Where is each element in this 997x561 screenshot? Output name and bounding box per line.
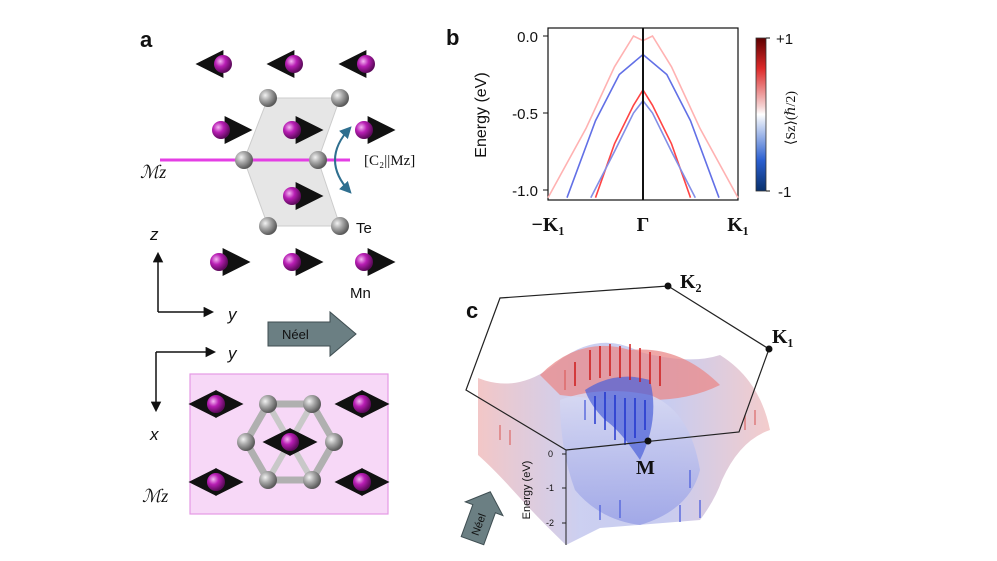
mn-atom xyxy=(357,55,375,73)
k1-point xyxy=(765,345,773,353)
neel-arrow xyxy=(267,310,357,358)
panel-c: c xyxy=(460,271,794,546)
colorbar-max: +1 xyxy=(776,31,793,48)
ztick-label: 0 xyxy=(548,449,553,459)
mn-atom xyxy=(283,253,301,271)
panel-a: a ℳz [C₂||Mz] Te xyxy=(140,27,415,515)
mirror-label-top: ℳz xyxy=(140,162,166,182)
neel-arrow-c: Néel xyxy=(460,491,504,546)
mn-row-1 xyxy=(195,50,375,78)
mn-row-2 xyxy=(212,116,396,144)
y-axis-label: Energy (eV) xyxy=(473,72,490,157)
te-label: Te xyxy=(356,220,372,237)
mn-atom xyxy=(207,395,225,413)
te-atom xyxy=(259,217,277,235)
m-label: M xyxy=(636,457,655,479)
te-atom xyxy=(303,471,321,489)
k1-label: K₁ xyxy=(772,326,794,348)
colorbar xyxy=(755,37,767,192)
mn-atom xyxy=(355,253,373,271)
mn-atom xyxy=(281,433,299,451)
ztick-label: -2 xyxy=(546,518,554,528)
mirror-label-bottom: ℳz xyxy=(142,486,168,506)
panel-c-label: c xyxy=(466,298,478,323)
mn-atom xyxy=(283,187,301,205)
mn-atom xyxy=(355,121,373,139)
te-atom xyxy=(259,89,277,107)
ytick-label: 0.0 xyxy=(517,29,538,46)
mn-row-4 xyxy=(210,248,396,276)
band-surface-blue-cone xyxy=(585,376,654,460)
band-series-1 xyxy=(642,34,739,199)
te-atom xyxy=(303,395,321,413)
mn-atom xyxy=(210,253,228,271)
panel-a-label: a xyxy=(140,27,153,52)
te-atom xyxy=(259,395,277,413)
ytick-label: -1.0 xyxy=(512,183,538,200)
mn-atom xyxy=(212,121,230,139)
band-surface-valley xyxy=(560,391,700,525)
mn-atom xyxy=(353,395,371,413)
te-atom xyxy=(237,433,255,451)
xtick-label: −K₁ xyxy=(532,214,565,236)
xtick-label: Γ xyxy=(637,214,650,236)
axis-x-label: x xyxy=(149,425,159,444)
panel-b-label: b xyxy=(446,25,459,50)
z-axis-label: Energy (eV) xyxy=(521,461,533,520)
k2-label: K₂ xyxy=(680,271,702,293)
te-atom xyxy=(325,433,343,451)
te-atom xyxy=(331,217,349,235)
symmetry-operation-label: [C₂||Mz] xyxy=(364,153,415,169)
k2-point xyxy=(664,282,672,290)
panel-b: b 0.0 -0.5 -1.0 Energy (eV) −K₁ Γ K₁ +1 … xyxy=(446,25,799,236)
te-atom xyxy=(309,151,327,169)
ytick-label: -0.5 xyxy=(512,106,538,123)
mn-atom xyxy=(207,473,225,491)
mn-atom xyxy=(285,55,303,73)
ztick-label: -1 xyxy=(546,483,554,493)
mn-atom xyxy=(353,473,371,491)
axis-y-label: y xyxy=(227,305,238,324)
xtick-label: K₁ xyxy=(727,214,749,236)
te-atom xyxy=(331,89,349,107)
symmetry-arrow xyxy=(334,126,352,194)
m-point xyxy=(644,437,652,445)
axis-z-label: z xyxy=(149,225,159,244)
band-series-0 xyxy=(547,34,644,199)
mn-atom xyxy=(283,121,301,139)
mn-atom xyxy=(214,55,232,73)
mn-label: Mn xyxy=(350,285,371,302)
mn-top-view xyxy=(188,390,390,496)
axis-y2-label: y xyxy=(227,344,238,363)
spin-arrows xyxy=(499,344,756,522)
colorbar-min: -1 xyxy=(778,184,791,201)
neel-arrow-label: Néel xyxy=(282,327,309,342)
te-atom xyxy=(259,471,277,489)
colorbar-label: ⟨Sz⟩(ℏ/2) xyxy=(784,91,799,145)
te-atom xyxy=(235,151,253,169)
mn-row-3 xyxy=(283,182,324,210)
